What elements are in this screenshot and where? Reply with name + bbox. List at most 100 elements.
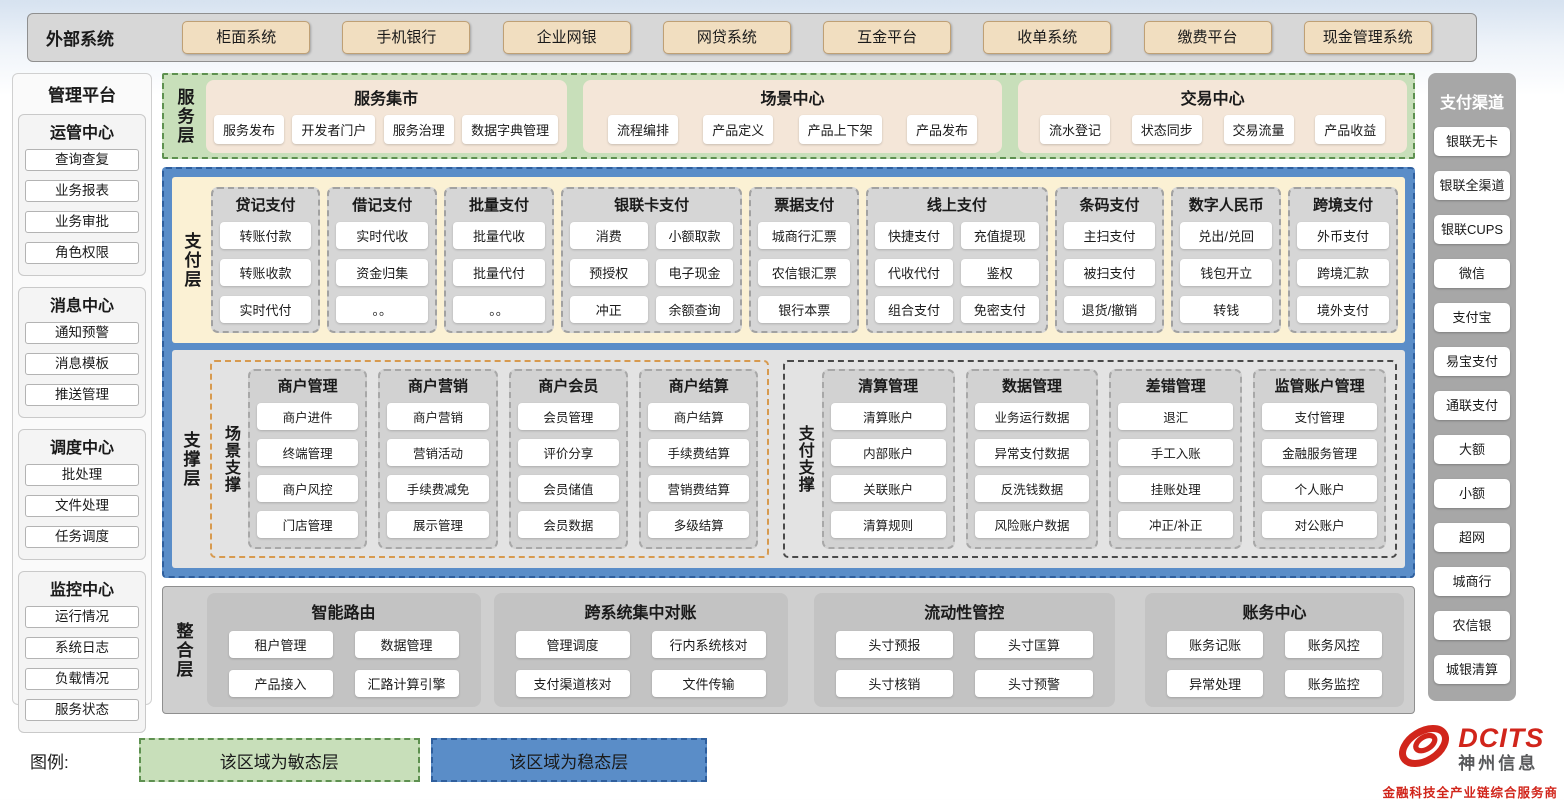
payment-item-button[interactable]: 电子现金	[655, 259, 734, 286]
payment-item-button[interactable]: 实时代收	[336, 222, 429, 249]
channel-button[interactable]: 易宝支付	[1434, 347, 1510, 376]
channel-button[interactable]: 微信	[1434, 259, 1510, 288]
channel-button[interactable]: 超网	[1434, 523, 1510, 552]
support-item-button[interactable]: 商户进件	[256, 403, 359, 430]
payment-item-button[interactable]: 外币支付	[1297, 222, 1389, 249]
external-system-button[interactable]: 收单系统	[983, 21, 1112, 54]
payment-item-button[interactable]: 余额查询	[655, 296, 734, 323]
support-item-button[interactable]: 商户营销	[387, 403, 489, 430]
management-item-button[interactable]: 业务审批	[25, 211, 139, 233]
management-item-button[interactable]: 消息模板	[25, 353, 139, 375]
support-item-button[interactable]: 个人账户	[1262, 475, 1378, 502]
payment-item-button[interactable]: 免密支付	[960, 296, 1039, 323]
support-item-button[interactable]: 反洗钱数据	[974, 475, 1090, 502]
management-item-button[interactable]: 任务调度	[25, 526, 139, 548]
payment-item-button[interactable]: 代收代付	[875, 259, 953, 286]
payment-item-button[interactable]: 鉴权	[960, 259, 1039, 286]
service-item-button[interactable]: 开发者门户	[292, 114, 376, 144]
payment-item-button[interactable]: 被扫支付	[1063, 259, 1156, 286]
support-item-button[interactable]: 对公账户	[1262, 511, 1378, 538]
payment-item-button[interactable]: 境外支付	[1297, 296, 1389, 323]
integration-item-button[interactable]: 异常处理	[1166, 670, 1264, 697]
external-system-button[interactable]: 企业网银	[502, 21, 631, 54]
management-item-button[interactable]: 业务报表	[25, 180, 139, 202]
payment-item-button[interactable]: 预授权	[569, 259, 648, 286]
channel-button[interactable]: 银联CUPS	[1434, 215, 1510, 244]
support-item-button[interactable]: 商户风控	[256, 475, 359, 502]
support-item-button[interactable]: 会员数据	[517, 511, 620, 538]
service-item-button[interactable]: 服务治理	[383, 114, 454, 144]
payment-item-button[interactable]: 批量代付	[453, 259, 545, 286]
support-item-button[interactable]: 清算规则	[830, 511, 946, 538]
channel-button[interactable]: 通联支付	[1434, 391, 1510, 420]
management-item-button[interactable]: 运行情况	[25, 606, 139, 628]
integration-item-button[interactable]: 支付渠道核对	[515, 670, 630, 697]
support-item-button[interactable]: 营销费结算	[648, 475, 750, 502]
payment-item-button[interactable]: 消费	[569, 222, 648, 249]
support-item-button[interactable]: 手续费结算	[648, 439, 750, 466]
integration-item-button[interactable]: 头寸匡算	[975, 631, 1093, 658]
payment-item-button[interactable]: 转钱	[1180, 296, 1273, 323]
external-system-button[interactable]: 互金平台	[823, 21, 952, 54]
integration-item-button[interactable]: 行内系统核对	[651, 631, 766, 658]
support-item-button[interactable]: 清算账户	[830, 403, 946, 430]
support-item-button[interactable]: 展示管理	[387, 511, 489, 538]
external-system-button[interactable]: 缴费平台	[1143, 21, 1272, 54]
integration-item-button[interactable]: 管理调度	[515, 631, 630, 658]
channel-button[interactable]: 城银清算	[1434, 655, 1510, 684]
payment-item-button[interactable]: 组合支付	[875, 296, 953, 323]
integration-item-button[interactable]: 数据管理	[354, 631, 459, 658]
channel-button[interactable]: 银联无卡	[1434, 127, 1510, 156]
payment-item-button[interactable]: 农信银汇票	[758, 259, 851, 286]
payment-item-button[interactable]: 。。	[453, 296, 545, 323]
integration-item-button[interactable]: 头寸核销	[835, 670, 954, 697]
management-item-button[interactable]: 文件处理	[25, 495, 139, 517]
channel-button[interactable]: 农信银	[1434, 611, 1510, 640]
support-item-button[interactable]: 关联账户	[830, 475, 946, 502]
service-item-button[interactable]: 产品上下架	[798, 114, 882, 144]
support-item-button[interactable]: 冲正/补正	[1118, 511, 1234, 538]
external-system-button[interactable]: 现金管理系统	[1303, 21, 1432, 54]
support-item-button[interactable]: 商户结算	[648, 403, 750, 430]
payment-item-button[interactable]: 银行本票	[758, 296, 851, 323]
payment-item-button[interactable]: 转账付款	[219, 222, 312, 249]
support-item-button[interactable]: 支付管理	[1262, 403, 1378, 430]
support-item-button[interactable]: 门店管理	[256, 511, 359, 538]
payment-item-button[interactable]: 兑出/兑回	[1180, 222, 1273, 249]
integration-item-button[interactable]: 头寸预报	[835, 631, 954, 658]
payment-item-button[interactable]: 资金归集	[336, 259, 429, 286]
integration-item-button[interactable]: 账务记账	[1166, 631, 1264, 658]
integration-item-button[interactable]: 汇路计算引擎	[354, 670, 459, 697]
payment-item-button[interactable]: 冲正	[569, 296, 648, 323]
payment-item-button[interactable]: 实时代付	[219, 296, 312, 323]
service-item-button[interactable]: 交易流量	[1223, 114, 1294, 144]
integration-item-button[interactable]: 租户管理	[228, 631, 333, 658]
service-item-button[interactable]: 数据字典管理	[462, 114, 559, 144]
management-item-button[interactable]: 角色权限	[25, 242, 139, 264]
payment-item-button[interactable]: 钱包开立	[1180, 259, 1273, 286]
payment-item-button[interactable]: 跨境汇款	[1297, 259, 1389, 286]
support-item-button[interactable]: 多级结算	[648, 511, 750, 538]
management-item-button[interactable]: 服务状态	[25, 699, 139, 721]
service-item-button[interactable]: 状态同步	[1131, 114, 1202, 144]
channel-button[interactable]: 银联全渠道	[1434, 171, 1510, 200]
integration-item-button[interactable]: 账务监控	[1285, 670, 1382, 697]
integration-item-button[interactable]: 账务风控	[1285, 631, 1382, 658]
support-item-button[interactable]: 手续费减免	[387, 475, 489, 502]
support-item-button[interactable]: 业务运行数据	[974, 403, 1090, 430]
management-item-button[interactable]: 通知预警	[25, 322, 139, 344]
service-item-button[interactable]: 产品收益	[1315, 114, 1386, 144]
channel-button[interactable]: 大额	[1434, 435, 1510, 464]
service-item-button[interactable]: 服务发布	[213, 114, 284, 144]
service-item-button[interactable]: 流水登记	[1040, 114, 1111, 144]
management-item-button[interactable]: 批处理	[25, 464, 139, 486]
management-item-button[interactable]: 推送管理	[25, 384, 139, 406]
payment-item-button[interactable]: 小额取款	[655, 222, 734, 249]
channel-button[interactable]: 小额	[1434, 479, 1510, 508]
management-item-button[interactable]: 负载情况	[25, 668, 139, 690]
service-item-button[interactable]: 流程编排	[607, 114, 678, 144]
payment-item-button[interactable]: 批量代收	[453, 222, 545, 249]
payment-item-button[interactable]: 退货/撤销	[1063, 296, 1156, 323]
integration-item-button[interactable]: 文件传输	[651, 670, 766, 697]
management-item-button[interactable]: 查询查复	[25, 149, 139, 171]
